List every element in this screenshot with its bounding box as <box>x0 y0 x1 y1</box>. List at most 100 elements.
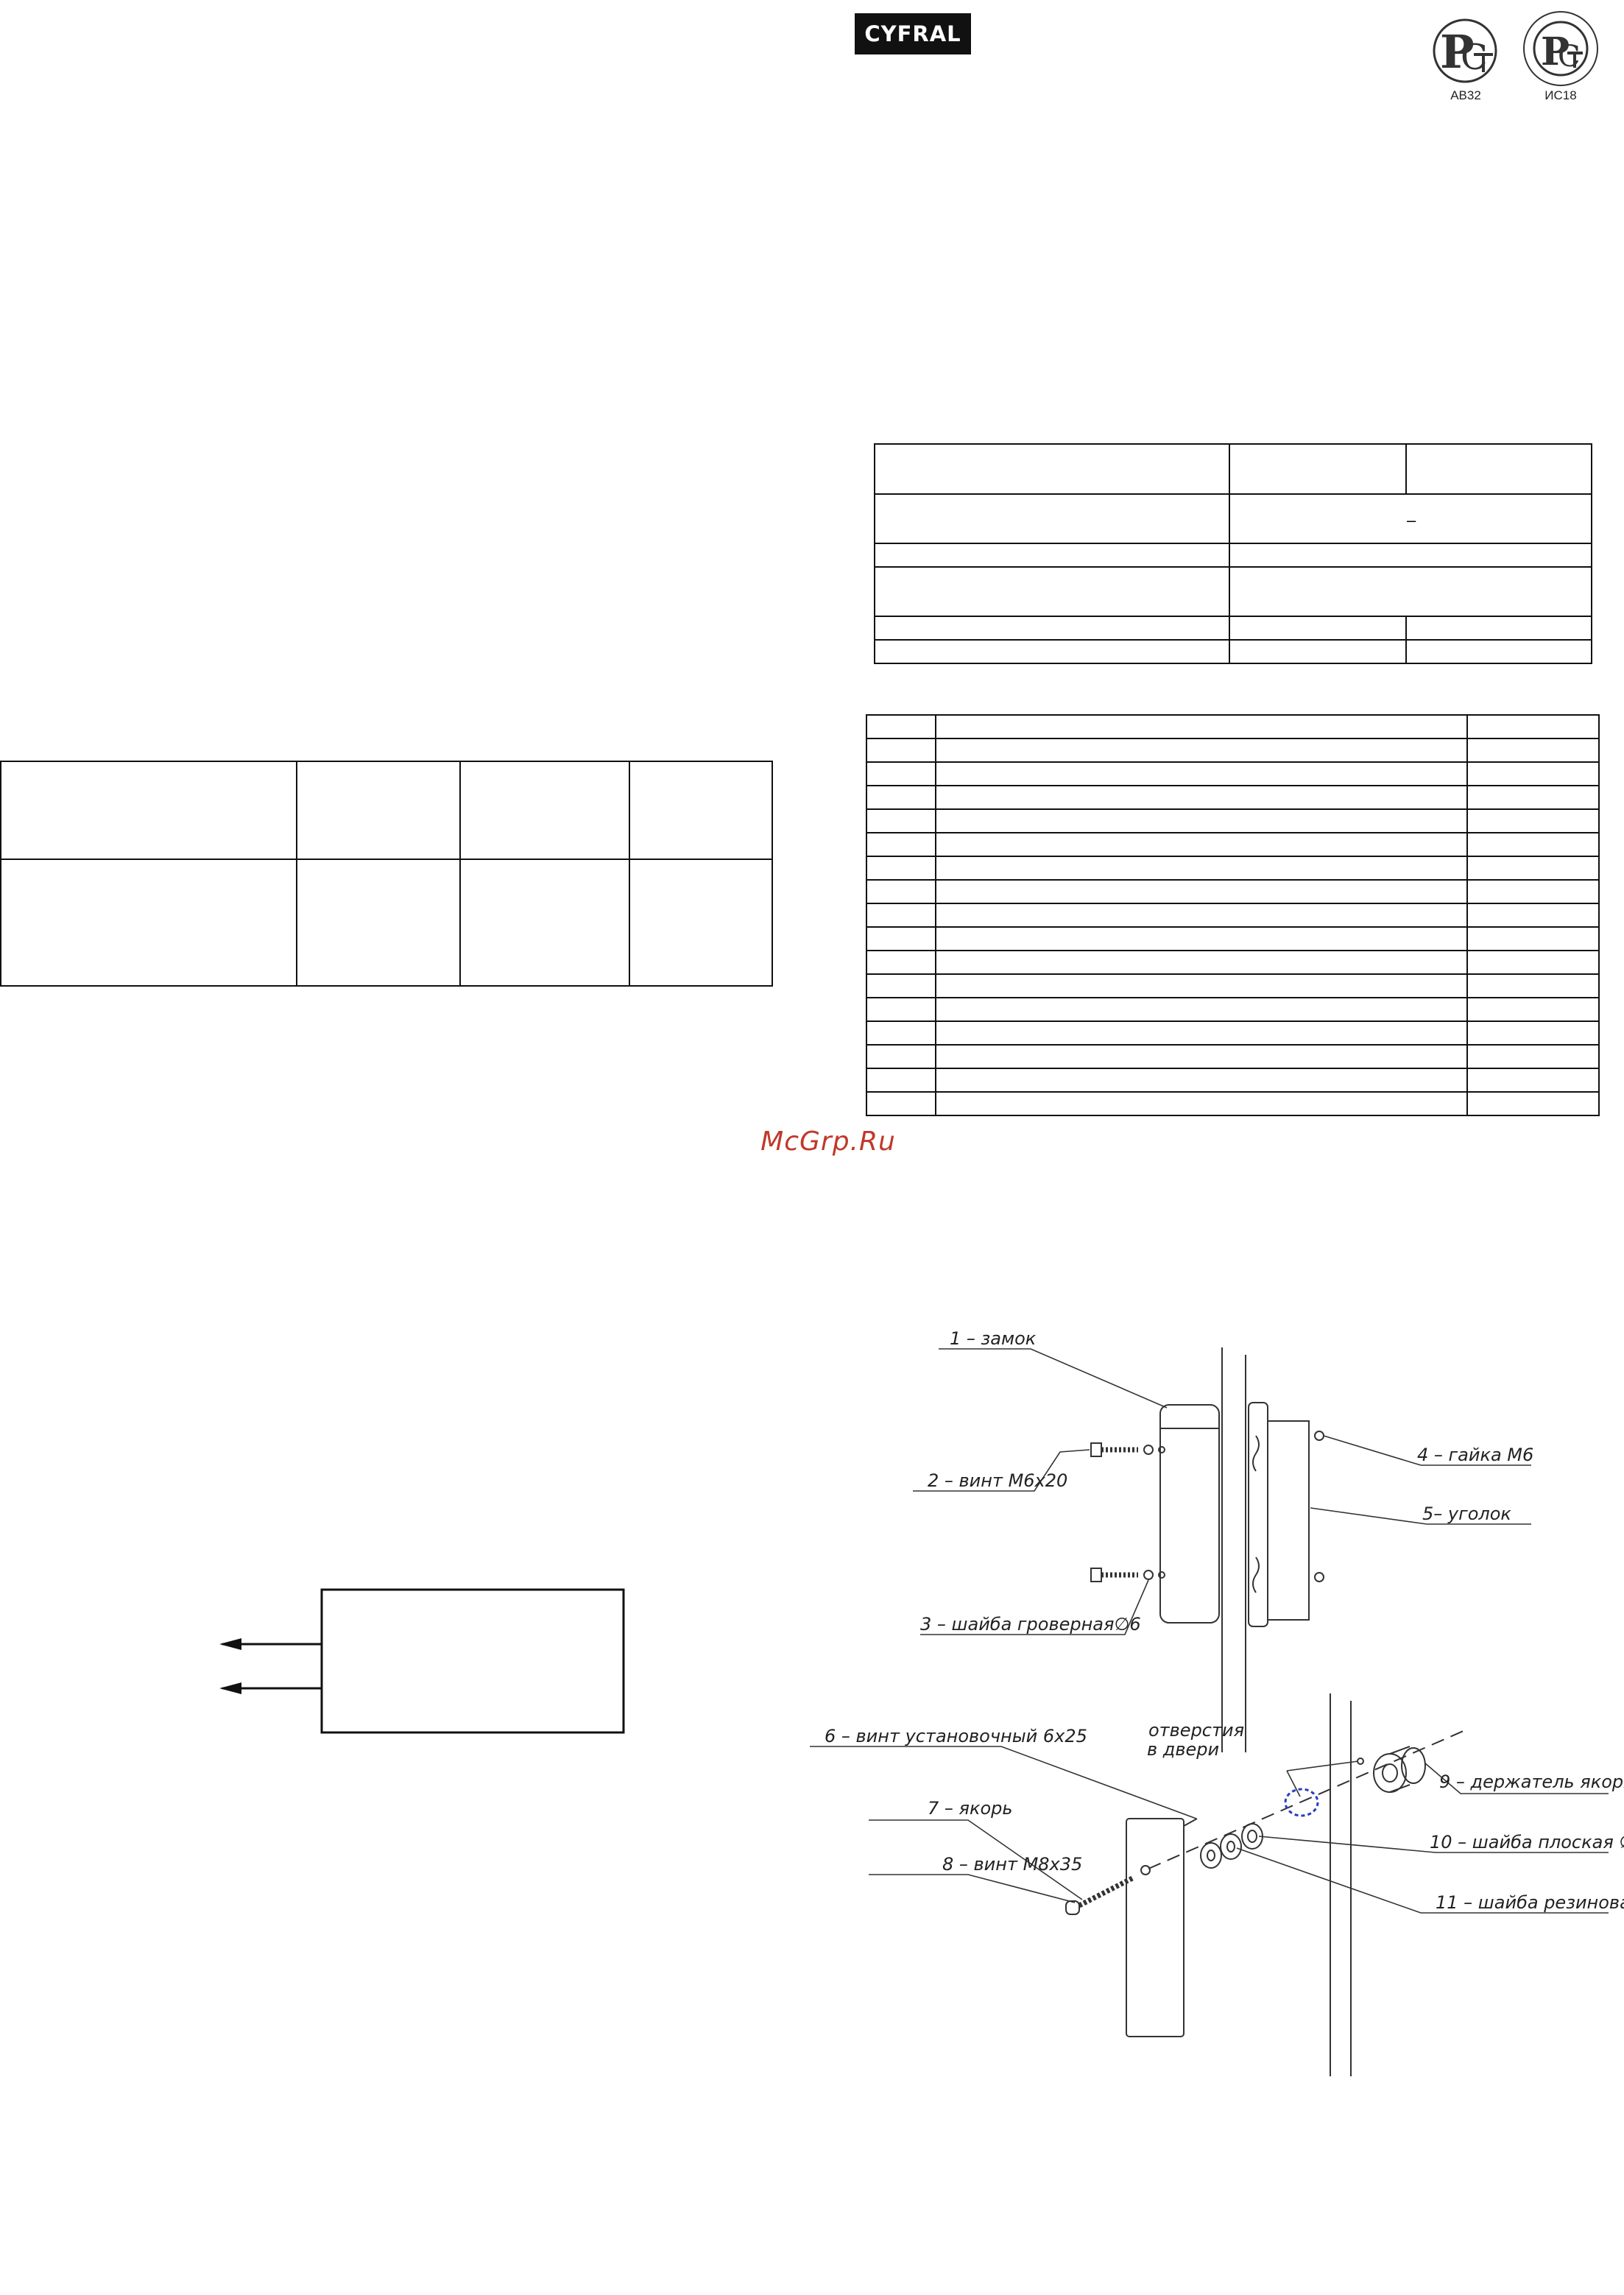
parts-cell <box>866 785 936 810</box>
parts-row <box>866 1044 1600 1069</box>
installation-drawing: 1 – замок 2 – винт М6х20 3 – шайба грове… <box>810 1328 1624 2076</box>
spec-table: – <box>874 443 1592 664</box>
spec-cell <box>1229 443 1407 495</box>
spec-cell <box>1405 443 1592 495</box>
parts-cell <box>866 1068 936 1093</box>
parts-row <box>866 903 1600 928</box>
parts-cell <box>1466 832 1600 857</box>
parts-cell <box>1466 761 1600 786</box>
parts-cell <box>935 1068 1468 1093</box>
parts-row <box>866 1068 1600 1093</box>
parts-row <box>866 997 1600 1022</box>
parts-cell <box>1466 1068 1600 1093</box>
parts-cell <box>866 714 936 739</box>
parts-cell <box>1466 973 1600 998</box>
char-cell <box>629 859 773 987</box>
label-door-holes-2: в двери <box>1147 1739 1219 1760</box>
parts-cell <box>866 926 936 951</box>
parts-cell <box>1466 1091 1600 1116</box>
parts-cell <box>866 738 936 763</box>
arrow-left-icon <box>219 1638 241 1650</box>
parts-cell <box>866 832 936 857</box>
parts-cell <box>866 808 936 833</box>
label-flat-washer: 10 – шайба плоская ∅8 <box>1430 1832 1624 1852</box>
spec-cell: – <box>1229 493 1592 544</box>
label-lock: 1 – замок <box>950 1328 1037 1349</box>
parts-cell <box>1466 1044 1600 1069</box>
parts-cell <box>866 1020 936 1046</box>
parts-cell <box>1466 808 1600 833</box>
label-angle: 5– уголок <box>1422 1503 1511 1524</box>
parts-cell <box>866 973 936 998</box>
logo-text: CYFRAL <box>864 21 961 46</box>
parts-cell <box>866 997 936 1022</box>
parts-cell <box>935 879 1468 904</box>
parts-cell <box>935 808 1468 833</box>
parts-row <box>866 1020 1600 1046</box>
parts-cell <box>935 1091 1468 1116</box>
parts-cell <box>935 738 1468 763</box>
spec-cell <box>874 493 1230 544</box>
parts-row <box>866 856 1600 881</box>
parts-cell <box>1466 950 1600 975</box>
parts-row <box>866 785 1600 810</box>
parts-cell <box>1466 714 1600 739</box>
spec-cell <box>1405 639 1592 664</box>
label-anchor-holder: 9 – держатель якоря <box>1439 1772 1624 1792</box>
controller-block <box>320 1588 625 1734</box>
parts-cell <box>935 785 1468 810</box>
parts-cell <box>1466 879 1600 904</box>
label-nut-m6: 4 – гайка М6 <box>1417 1445 1533 1465</box>
parts-row <box>866 1091 1600 1116</box>
parts-cell <box>935 856 1468 881</box>
spec-cell <box>874 616 1230 641</box>
char-cell <box>296 859 461 987</box>
char-cell <box>629 761 773 860</box>
parts-cell <box>1466 997 1600 1022</box>
parts-cell <box>1466 738 1600 763</box>
label-door-holes-1: отверстия <box>1148 1720 1244 1741</box>
svg-text:Р: Р <box>1440 25 1475 79</box>
parts-cell <box>935 903 1468 928</box>
parts-cell <box>866 761 936 786</box>
char-cell <box>296 761 461 860</box>
parts-cell <box>866 856 936 881</box>
certification-marks: Р С Р С <box>1428 10 1620 106</box>
parts-cell <box>935 761 1468 786</box>
parts-cell <box>935 714 1468 739</box>
parts-cell <box>866 1044 936 1069</box>
label-spring-washer: 3 – шайба гроверная∅6 <box>920 1614 1141 1635</box>
parts-row <box>866 738 1600 763</box>
label-rubber-washer: 11 – шайба резиновая <box>1436 1892 1624 1913</box>
svg-text:С: С <box>1558 40 1581 74</box>
label-screw-m6x20: 2 – винт М6х20 <box>928 1470 1067 1491</box>
parts-cell <box>935 997 1468 1022</box>
label-set-screw: 6 – винт установочный 6х25 <box>825 1726 1087 1746</box>
char-cell <box>0 859 297 987</box>
label-screw-m8x35: 8 – винт М8х35 <box>942 1854 1082 1875</box>
angle-plate <box>1267 1420 1310 1621</box>
anchor-plate <box>1126 1818 1185 2037</box>
parts-row <box>866 879 1600 904</box>
cert-code-av32: АВ32 <box>1450 88 1481 102</box>
char-cell <box>0 761 297 860</box>
spec-cell <box>874 566 1230 617</box>
parts-cell <box>866 879 936 904</box>
spec-cell <box>1405 616 1592 641</box>
parts-cell <box>866 903 936 928</box>
rst-seal-icon: Р С Р С <box>1433 11 1598 86</box>
cert-code-is18: ИС18 <box>1544 88 1577 102</box>
spec-cell <box>874 443 1230 495</box>
parts-row <box>866 832 1600 857</box>
char-cell <box>459 859 630 987</box>
cyfral-logo: CYFRAL <box>855 13 971 54</box>
parts-row <box>866 926 1600 951</box>
parts-cell <box>1466 856 1600 881</box>
characteristics-table <box>0 761 773 987</box>
spec-cell <box>1229 616 1407 641</box>
connection-block-diagram <box>219 1588 625 1734</box>
watermark: McGrp.Ru <box>760 1127 896 1157</box>
parts-cell <box>935 926 1468 951</box>
label-anchor: 7 – якорь <box>928 1798 1013 1819</box>
parts-cell <box>866 1091 936 1116</box>
